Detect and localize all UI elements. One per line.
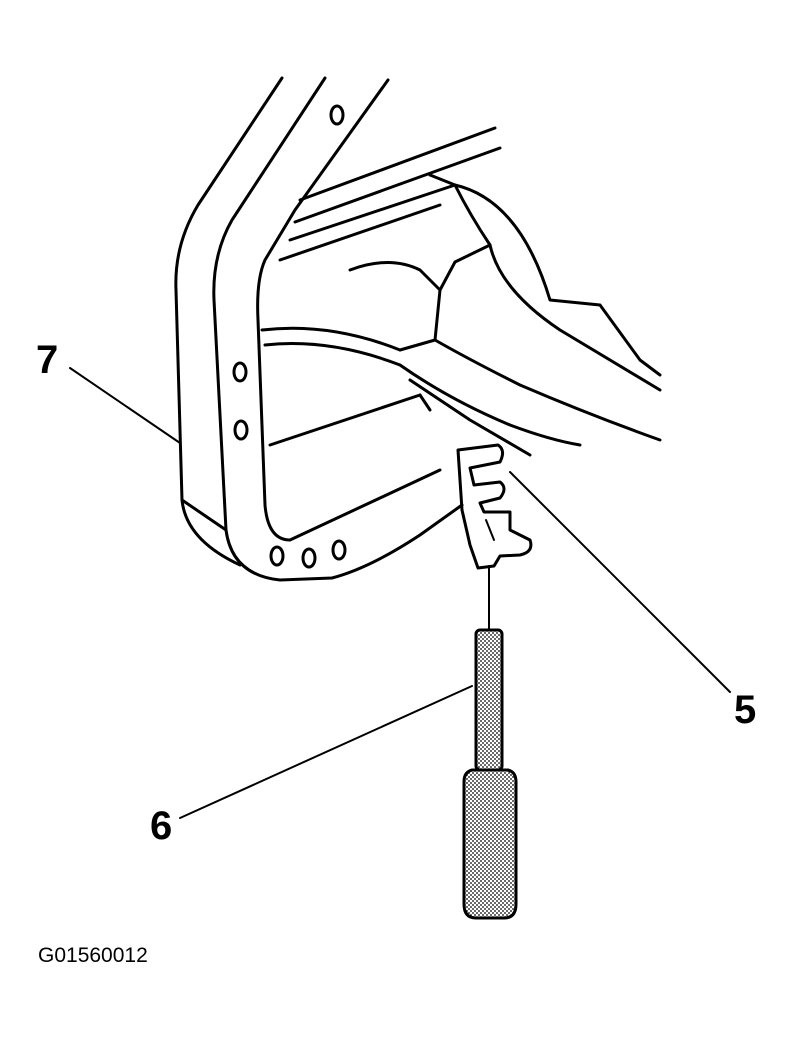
callout-7: 7	[36, 338, 59, 382]
bracket-holes	[232, 104, 347, 569]
figure-id: G01560012	[38, 944, 148, 967]
bracket-frame	[174, 76, 464, 582]
upper-rail	[278, 126, 662, 457]
callout-5: 5	[734, 688, 757, 732]
clip	[456, 443, 533, 570]
pick-tool	[462, 565, 518, 920]
callout-6: 6	[150, 804, 173, 848]
leader-lines	[69, 367, 731, 819]
